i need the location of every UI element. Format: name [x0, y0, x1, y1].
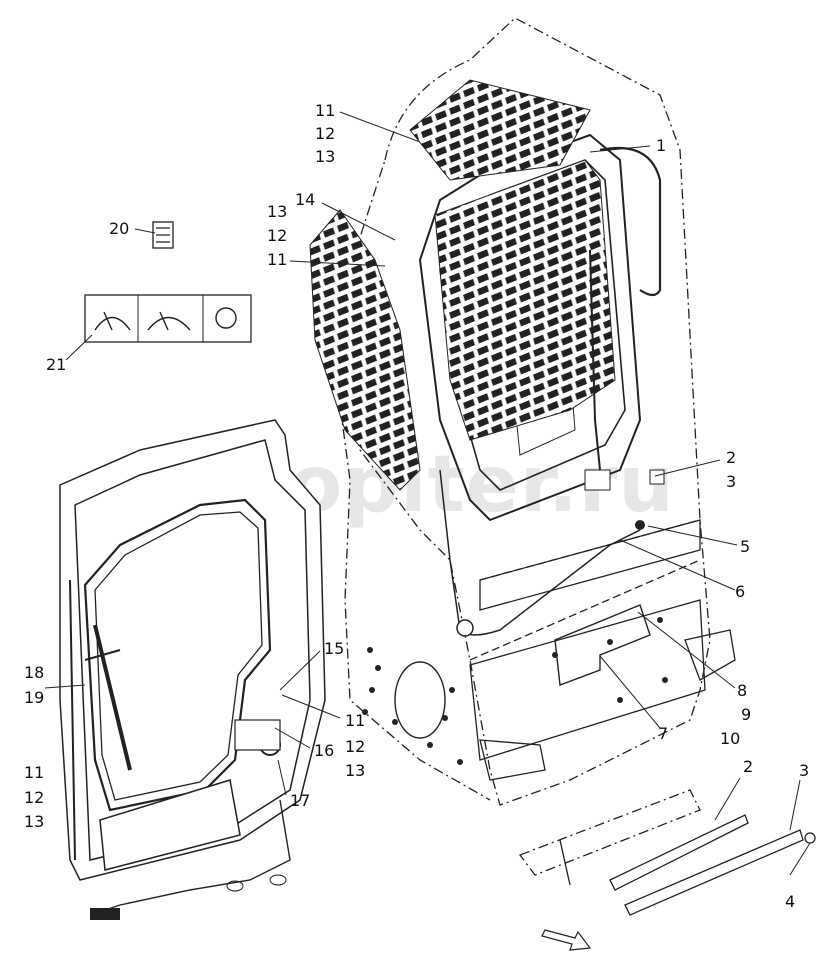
callout-18: 18 [24, 663, 45, 682]
arrow-icon [541, 929, 592, 951]
callout-8: 8 [737, 681, 748, 700]
callout-11: 11 [315, 101, 336, 120]
callout-14: 14 [295, 190, 316, 209]
callout-12: 12 [345, 737, 366, 756]
side-grille [309, 209, 421, 491]
rear-window-grille [434, 159, 616, 441]
callout-13: 13 [315, 147, 336, 166]
callout-12: 12 [315, 124, 336, 143]
seal-strips [518, 789, 804, 916]
decal-21 [84, 294, 252, 343]
leader-lines [44, 111, 811, 876]
callout-10: 10 [720, 729, 741, 748]
callout-20: 20 [109, 219, 130, 238]
callout-5: 5 [740, 537, 751, 556]
callout-13: 13 [24, 812, 45, 831]
callout-13: 13 [267, 202, 288, 221]
callout-16: 16 [314, 741, 335, 760]
callout-12: 12 [24, 788, 45, 807]
callout-12: 12 [267, 226, 288, 245]
callout-6: 6 [735, 582, 746, 601]
callout-11: 11 [24, 763, 45, 782]
callout-9: 9 [741, 705, 752, 724]
roof-grille [409, 79, 591, 181]
callout-2: 2 [743, 757, 754, 776]
cab-door [59, 419, 326, 881]
callout-3: 3 [726, 472, 737, 491]
wiper-arm [93, 624, 132, 771]
callout-17: 17 [290, 791, 311, 810]
callout-4: 4 [785, 892, 796, 911]
callout-7: 7 [658, 724, 669, 743]
callout-13: 13 [345, 761, 366, 780]
callout-15: 15 [324, 639, 345, 658]
callout-2: 2 [726, 448, 737, 467]
callout-21: 21 [46, 355, 67, 374]
callout-11: 11 [345, 711, 366, 730]
fastener-4 [804, 832, 816, 844]
callout-1: 1 [656, 136, 667, 155]
callout-11: 11 [267, 250, 288, 269]
cab-body [329, 17, 736, 806]
callout-3: 3 [799, 761, 810, 780]
callout-19: 19 [24, 688, 45, 707]
